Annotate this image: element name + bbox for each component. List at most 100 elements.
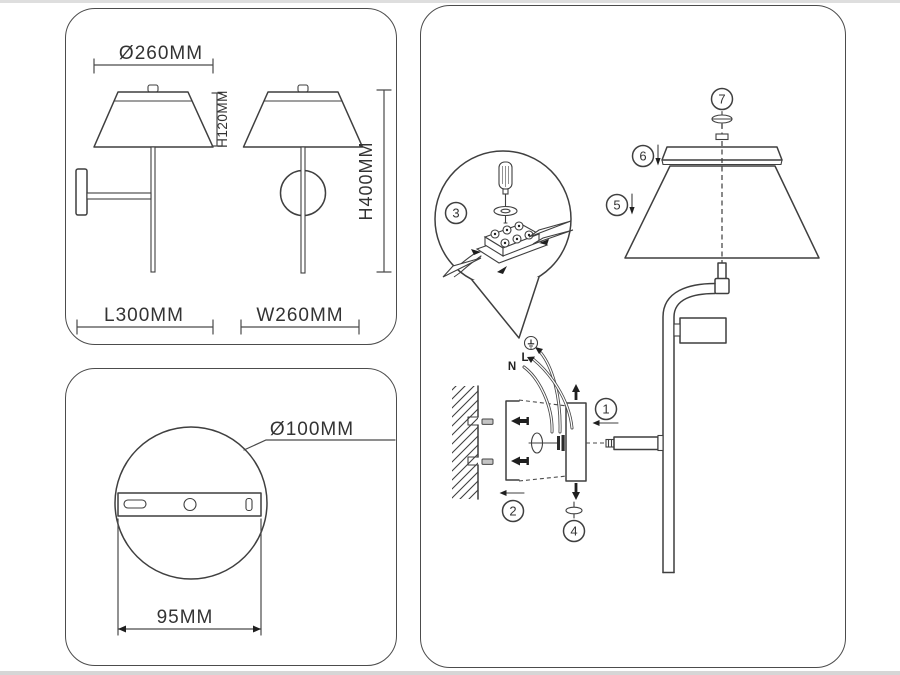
step-7-badge [710,87,734,111]
step-6-number: 6 [639,149,646,164]
stem-front [300,146,306,274]
horizontal-rod [613,436,659,451]
insert-arrow-icon [471,249,481,255]
screw-head-icon [565,506,583,515]
step-7-number: 7 [718,92,725,107]
wire-arrow-icon [527,356,535,363]
step-1-badge [594,397,618,421]
step-2-badge [501,499,525,523]
dimension-width: W260MM [240,305,360,335]
supply-wires [522,347,574,434]
bulb-tube [717,262,727,280]
insert-arrow-icon [539,239,549,245]
step-3-number: 3 [452,206,459,221]
mounting-slot-right [245,497,253,512]
step-5-number: 5 [613,198,620,213]
insert-arrow-icon [497,266,507,274]
spec-panel: Ø260MM H120MM H400MM L300MM W260MM [65,8,397,345]
wall-anchor-bottom [481,458,494,465]
step-2-group: 2 [499,490,525,523]
plate-diameter-label: Ø100MM [270,419,354,440]
hole-spacing-label: 95MM [157,607,214,628]
arm-side [86,192,152,200]
switch-box-tab [673,323,681,337]
top-edge-strip [0,0,900,3]
screw-icon [511,416,527,426]
lampshade-front [242,91,364,148]
spec-drawing: Ø260MM H120MM H400MM L300MM W260MM [75,43,392,335]
step-7-group: 7 [710,87,734,141]
fixture-height-label: H400MM [356,141,376,220]
front-view-drawing [242,84,364,274]
arrow-right-icon [253,625,261,633]
live-wire-label: L [521,352,528,364]
rod-end-cap [657,434,664,452]
arrow-left-icon [118,625,126,633]
step-6-group: 6 [631,144,783,168]
dimension-hole-spacing: 95MM [117,518,262,636]
center-hole [183,497,197,512]
wire-arrow-icon [535,347,543,354]
length-label: L300MM [104,305,184,326]
rod-assembly-drawing [586,434,664,452]
screw-icon [511,456,527,466]
side-view-drawing [75,84,214,273]
wire-end-icon [442,257,482,278]
wall-anchor-top [481,418,494,425]
wire-labels: L N [508,335,539,373]
stem-side [150,146,156,273]
washer-icon [493,205,518,224]
assembly-panel: 7 6 5 [420,5,846,668]
step-4-group: 4 [562,501,586,543]
dimension-plate-diameter: Ø100MM [243,419,396,451]
lampshade-side [93,91,214,148]
step-2-number: 2 [509,504,516,519]
arm-outer-curve [662,282,716,574]
assembly-drawing: 7 6 5 [434,87,820,574]
terminal-block-icon [475,221,549,264]
step-6-badge [631,144,655,168]
lampshade [624,165,820,259]
base-drawing: Ø100MM 95MM [114,419,396,636]
switch-box [679,317,727,344]
step-3-badge [444,201,468,225]
rod-thread-tip [605,438,615,448]
bubble-tail [471,276,540,339]
neutral-wire-label: N [508,361,516,373]
step-5-badge [605,193,629,217]
up-arrow-icon [572,384,580,392]
width-label: W260MM [256,305,343,326]
shade-knob [297,84,309,93]
step-5-group: 5 [605,165,820,259]
socket-block [714,277,730,295]
mounting-bracket-drawing [505,399,568,482]
shade-knob [147,84,159,93]
down-arrow-icon [572,492,580,500]
terminal-wires [442,220,574,278]
dimension-shade-height: H120MM [211,90,230,148]
screwdriver-icon [498,161,513,208]
mounting-slot-left [123,499,147,509]
detail-bubble: 3 [434,150,574,339]
dimension-fixture-height: H400MM [356,89,392,273]
shade-diameter-label: Ø260MM [119,43,203,64]
wire-end-icon [532,229,574,245]
lamp-body-drawing [662,262,730,574]
slide-arrows [572,384,580,500]
base-plate-drawing [114,426,268,580]
shade-nut [715,133,729,141]
screw-stack [557,436,560,450]
wall-hatch [452,385,479,500]
step-4-number: 4 [570,524,577,539]
base-panel: Ø100MM 95MM [65,368,397,666]
dimension-length: L300MM [76,305,214,335]
dimension-shade-diameter: Ø260MM [93,43,214,74]
shade-height-label: H120MM [215,90,230,148]
wire-end-icon [528,220,572,238]
step-1-group: 1 [592,397,619,426]
wall-plate-side [75,168,88,216]
bottom-edge-strip [0,671,900,675]
step-1-number: 1 [602,402,609,417]
drill-hole-bottom [467,456,479,466]
